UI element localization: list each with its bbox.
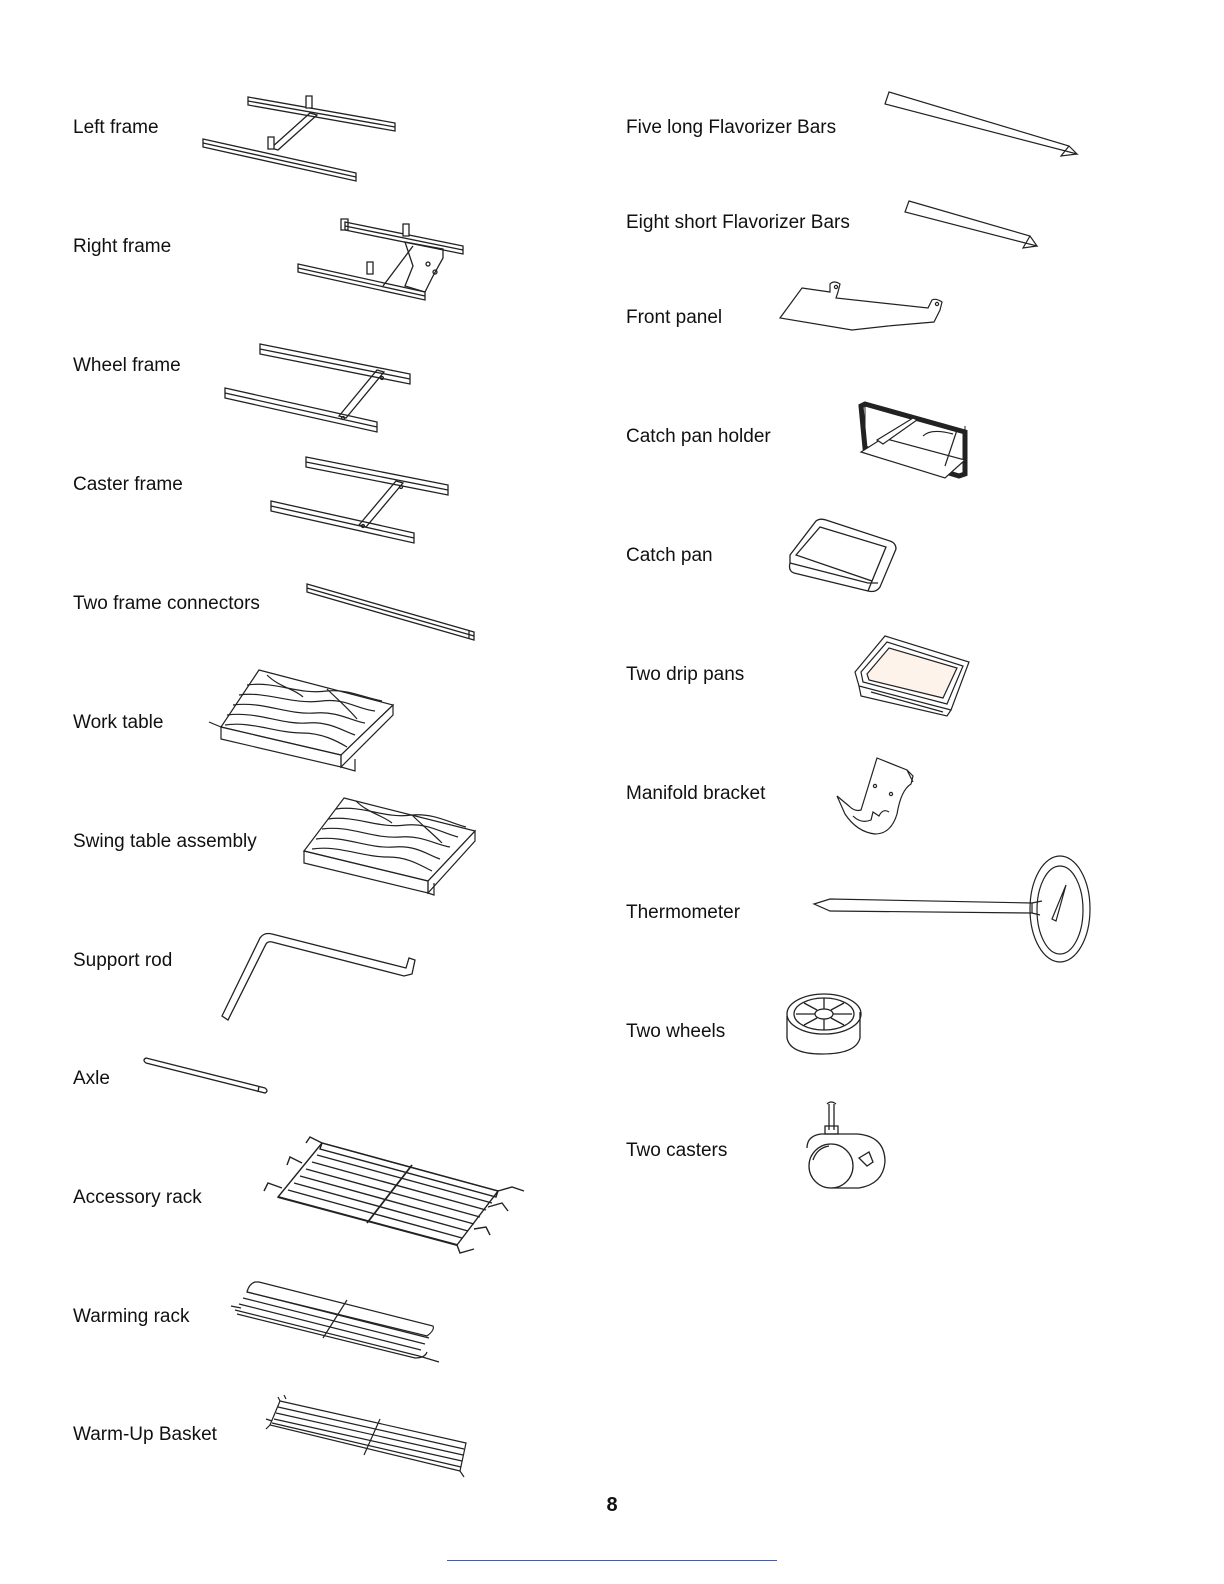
manifold-bracket-icon xyxy=(831,754,921,839)
catch-pan-icon xyxy=(786,515,901,597)
part-label: Support rod xyxy=(73,950,173,971)
part-label: Manifold bracket xyxy=(626,783,766,804)
part-label: Right frame xyxy=(73,236,172,257)
part-label: Front panel xyxy=(626,307,723,328)
footer-rule xyxy=(447,1560,777,1561)
part-label: Axle xyxy=(73,1068,110,1089)
part-label: Thermometer xyxy=(626,902,741,923)
drip-pan-icon xyxy=(851,632,973,717)
caster-icon xyxy=(801,1100,893,1192)
part-label: Five long Flavorizer Bars xyxy=(626,117,837,138)
part-label: Two frame connectors xyxy=(73,593,260,614)
support-rod-icon xyxy=(216,928,421,1023)
axle-icon xyxy=(141,1055,271,1097)
short-flavorizer-bar-icon xyxy=(903,198,1043,253)
front-panel-icon xyxy=(778,280,946,335)
part-label: Caster frame xyxy=(73,474,183,495)
part-label: Accessory rack xyxy=(73,1187,202,1208)
part-label: Catch pan holder xyxy=(626,426,771,447)
warm-up-basket-icon xyxy=(264,1395,474,1480)
frame-connector-icon xyxy=(304,580,479,645)
right-frame-icon xyxy=(293,216,468,306)
left-frame-icon xyxy=(200,93,400,185)
part-label: Two wheels xyxy=(626,1021,726,1042)
long-flavorizer-bar-icon xyxy=(883,88,1081,162)
caster-frame-icon xyxy=(268,453,453,548)
part-label: Eight short Flavorizer Bars xyxy=(626,212,850,233)
part-label: Wheel frame xyxy=(73,355,181,376)
part-label: Swing table assembly xyxy=(73,831,257,852)
part-label: Warming rack xyxy=(73,1306,190,1327)
page-number: 8 xyxy=(606,1494,618,1516)
work-table-icon xyxy=(207,667,397,775)
part-label: Catch pan xyxy=(626,545,713,566)
swing-table-icon xyxy=(300,795,480,900)
catch-pan-holder-icon xyxy=(853,400,971,482)
part-label: Work table xyxy=(73,712,164,733)
part-label: Two drip pans xyxy=(626,664,745,685)
part-label: Two casters xyxy=(626,1140,728,1161)
part-label: Left frame xyxy=(73,117,159,138)
part-label: Warm-Up Basket xyxy=(73,1424,217,1445)
wheel-icon xyxy=(784,990,864,1058)
accessory-rack-icon xyxy=(262,1133,532,1258)
wheel-frame-icon xyxy=(222,340,414,435)
thermometer-icon xyxy=(812,855,1097,967)
warming-rack-icon xyxy=(229,1278,441,1363)
